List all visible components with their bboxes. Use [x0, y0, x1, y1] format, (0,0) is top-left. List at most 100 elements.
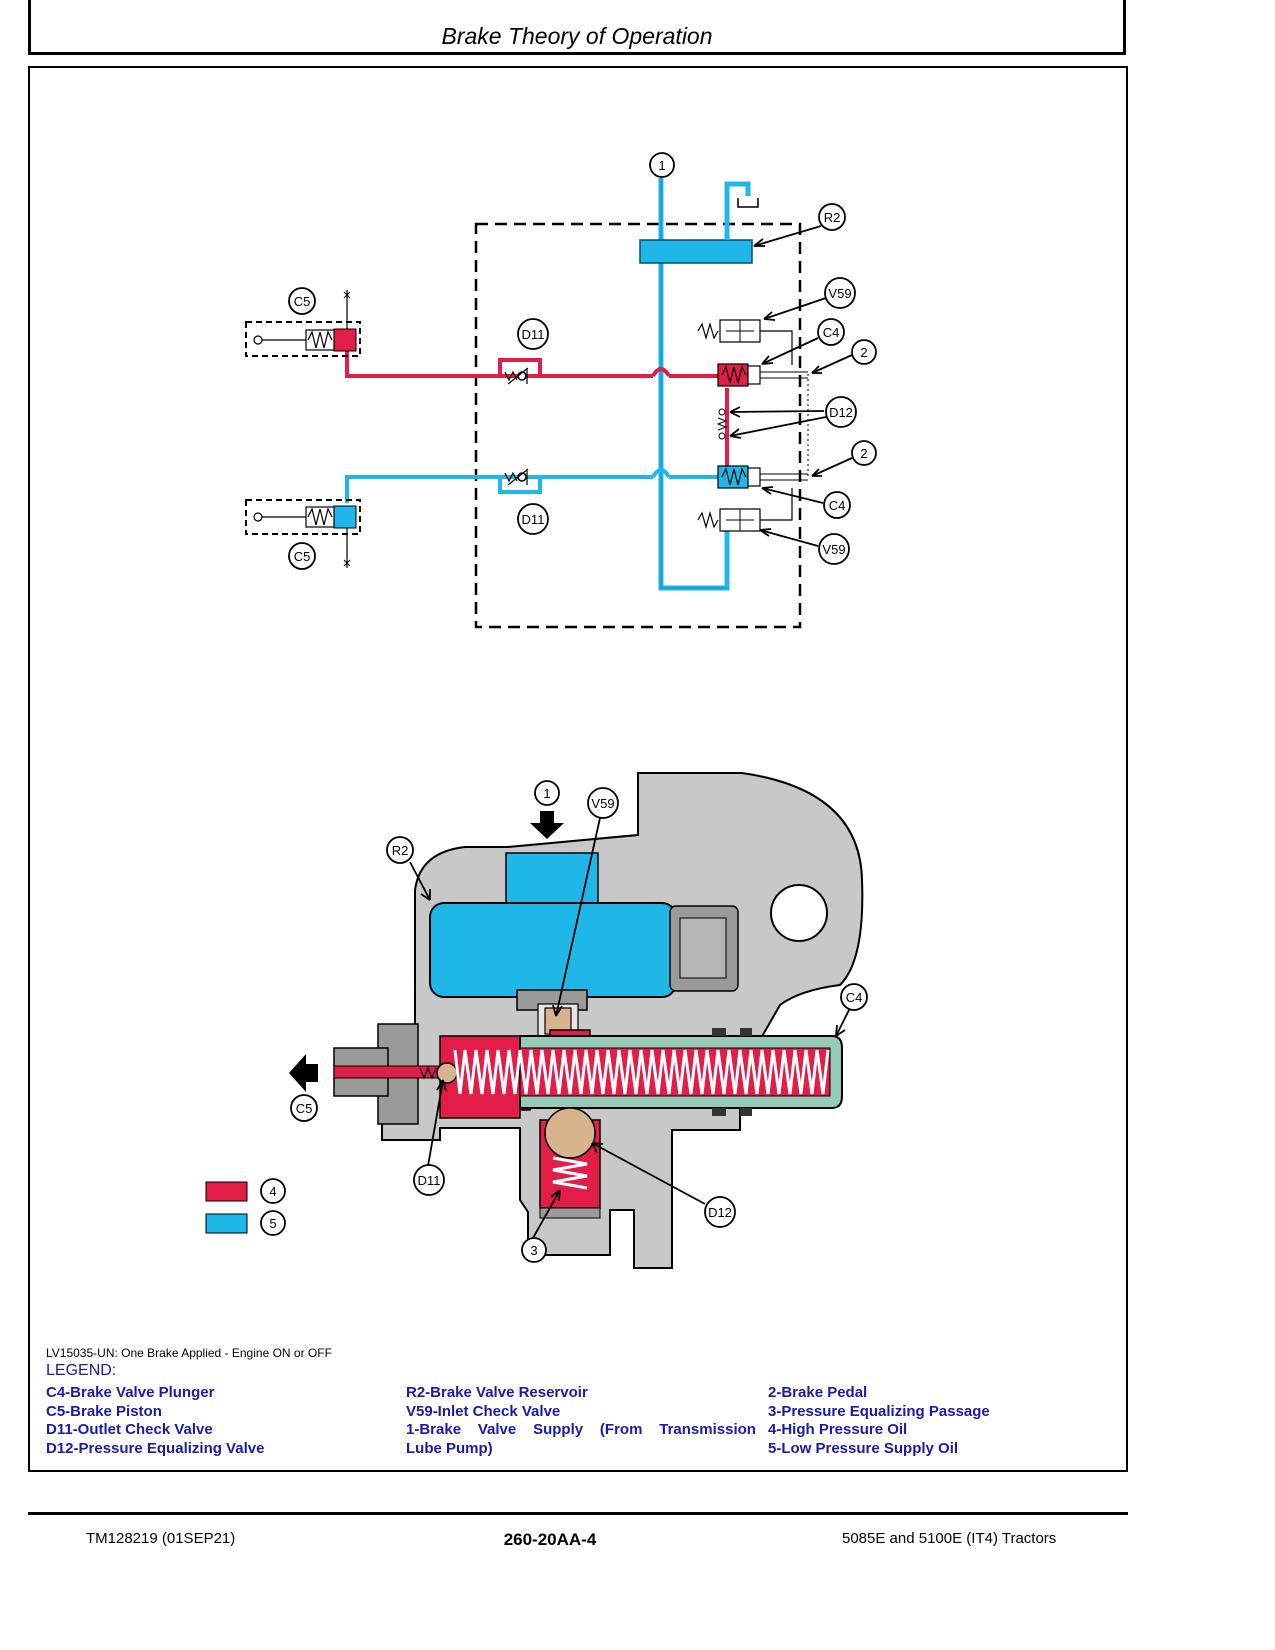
outlet-flow-arrow [289, 1054, 318, 1092]
valve-housing [381, 772, 864, 1269]
high-pressure-swatch [205, 1181, 248, 1202]
footer-rule [28, 1512, 1128, 1515]
outlet-fitting [333, 1023, 458, 1125]
valve-cutaway: 1 V59 R2 C4 C5 D11 D12 3 4 5 [205, 772, 868, 1269]
page-number: 260-20AA-4 [503, 1530, 597, 1549]
legend-item: D11-Outlet Check Valve [46, 1421, 213, 1438]
product-name: 5085E and 5100E (IT4) Tractors [842, 1530, 1057, 1547]
legend-item: 3-Pressure Equalizing Passage [768, 1402, 990, 1420]
legend-column-2: R2-Brake Valve Reservoir V59-Inlet Check… [406, 1384, 756, 1458]
svg-text:D11: D11 [522, 512, 545, 527]
callout-pedal-bottom: 2 [851, 440, 877, 466]
valve-body-outline [474, 222, 802, 629]
callout-reservoir: R2 [818, 203, 846, 231]
svg-text:C5: C5 [294, 549, 311, 564]
callout-pedal-top: 2 [851, 339, 877, 365]
legend-item: 4-High Pressure Oil [768, 1421, 908, 1438]
callout-piston-top: C5 [288, 287, 316, 315]
legend-item: C4-Brake Valve Plunger [46, 1384, 215, 1401]
callout-inlet-check-bottom: V59 [818, 533, 850, 565]
page-title: Brake Theory of Operation [441, 23, 713, 49]
tank-symbol [737, 198, 759, 208]
legend-item-continued: Lube Pump) [406, 1439, 493, 1457]
svg-text:R2: R2 [824, 210, 841, 225]
cutaway-callout-inlet-check: V59 [587, 787, 619, 819]
callout-plunger-top: C4 [817, 318, 845, 346]
schematic-leaders [729, 225, 853, 547]
figure-frame [28, 66, 1128, 1472]
cutaway-callout-outlet-check: D11 [413, 1164, 445, 1196]
svg-text:D12: D12 [829, 405, 853, 420]
svg-text:D12: D12 [708, 1205, 732, 1220]
inlet-check-valve-bottom [697, 488, 793, 532]
low-pressure-swatch [205, 1213, 248, 1234]
cutaway-callout-plunger: C4 [840, 983, 868, 1011]
outlet-check-valve-bottom [498, 468, 542, 494]
svg-text:V59: V59 [591, 796, 614, 811]
legend-column-3: 2-Brake Pedal 3-Pressure Equalizing Pass… [768, 1384, 990, 1458]
legend-item: 5-Low Pressure Supply Oil [768, 1439, 959, 1457]
doc-id: TM128219 (01SEP21) [86, 1530, 236, 1547]
svg-text:2: 2 [860, 446, 867, 461]
callout-inlet-check-top: V59 [824, 277, 856, 309]
color-key: 4 5 [205, 1178, 286, 1236]
cutaway-leaders [409, 817, 851, 1239]
legend-item: 2-Brake Pedal [768, 1384, 868, 1401]
legend-item: D12-Pressure Equalizing Valve [46, 1439, 265, 1457]
schematic-callouts: 1 R2 V59 C4 2 D12 2 C4 V59 D11 D11 C5 C5 [288, 152, 877, 570]
reservoir-inlet [505, 852, 599, 904]
legend-item: V59-Inlet Check Valve [406, 1402, 561, 1420]
supply-line [658, 178, 730, 591]
cutaway-callouts: 1 V59 R2 C4 C5 D11 D12 3 [290, 780, 868, 1263]
equalizing-valve [539, 1107, 601, 1219]
figure-caption: LV15035-UN: One Brake Applied - Engine O… [46, 1346, 332, 1360]
brake-piston-top [245, 290, 361, 357]
svg-text:3: 3 [530, 1243, 537, 1258]
cutaway-callout-piston: C5 [290, 1094, 318, 1122]
svg-text:1: 1 [543, 786, 550, 801]
svg-text:C5: C5 [296, 1101, 313, 1116]
svg-text:C4: C4 [846, 990, 863, 1005]
cutaway-callout-passage: 3 [521, 1237, 547, 1263]
svg-text:D11: D11 [418, 1173, 441, 1188]
callout-equalizing-valve: D12 [825, 396, 857, 428]
high-pressure-key-number: 4 [269, 1184, 276, 1199]
callout-piston-bottom: C5 [288, 542, 316, 570]
cutaway-callout-reservoir: R2 [386, 836, 414, 864]
svg-text:D11: D11 [522, 327, 545, 342]
svg-text:C5: C5 [294, 294, 311, 309]
svg-text:1: 1 [658, 158, 665, 173]
svg-text:R2: R2 [392, 843, 409, 858]
svg-text:2: 2 [860, 345, 867, 360]
cutaway-callout-supply: 1 [534, 780, 560, 806]
svg-text:V59: V59 [828, 286, 851, 301]
callout-supply: 1 [649, 152, 675, 178]
plunger-bottom [717, 465, 808, 489]
supply-flow-arrow [530, 811, 564, 839]
equalizing-valve-symbol [716, 408, 728, 440]
hydraulic-schematic: 1 R2 V59 C4 2 D12 2 C4 V59 D11 D11 C5 C5 [245, 152, 877, 629]
mounting-hole [770, 884, 828, 942]
svg-text:C4: C4 [829, 498, 846, 513]
low-pressure-key-number: 5 [269, 1216, 276, 1231]
brake-piston-bottom [245, 499, 361, 568]
reservoir-chamber [429, 902, 677, 998]
brake-plunger [453, 1028, 843, 1116]
inlet-check-valve-top [697, 319, 793, 365]
cutaway-callout-equalizing-valve: D12 [704, 1196, 736, 1228]
callout-outlet-check-bottom: D11 [517, 503, 549, 535]
header-frame: Brake Theory of Operation [28, 0, 1126, 55]
reservoir-symbol [639, 239, 753, 264]
outlet-check-valve-top [498, 358, 542, 385]
callout-plunger-bottom: C4 [823, 491, 851, 519]
legend-item: R2-Brake Valve Reservoir [406, 1384, 588, 1401]
callout-outlet-check-top: D11 [517, 318, 549, 350]
legend-item: C5-Brake Piston [46, 1402, 162, 1420]
svg-text:V59: V59 [822, 542, 845, 557]
svg-text:C4: C4 [823, 325, 840, 340]
legend-title: LEGEND: [46, 1362, 117, 1379]
plunger-top [717, 363, 808, 387]
legend-column-1: C4-Brake Valve Plunger C5-Brake Piston D… [46, 1384, 264, 1458]
